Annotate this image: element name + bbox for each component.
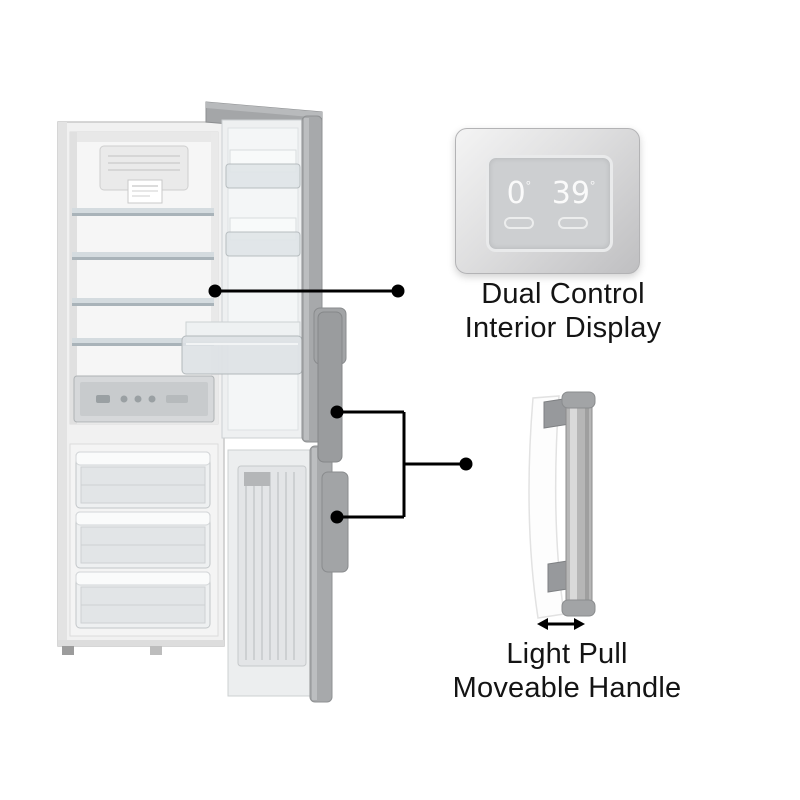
interior-lamp-unit — [99, 145, 189, 204]
freezer-drawer — [75, 571, 211, 629]
connector-dot — [459, 457, 473, 471]
connector-dot — [330, 405, 344, 419]
freezer-door-inner-panel — [237, 465, 307, 667]
front-foot — [62, 646, 74, 655]
display-label-line2: Interior Display — [464, 312, 662, 344]
freezer-temp-value: 39° — [551, 175, 596, 211]
interior-display-image: 0° 39° — [455, 128, 640, 274]
large-door-bin — [181, 321, 303, 375]
door-bin — [225, 149, 301, 189]
cabinet-left-panel — [58, 122, 67, 646]
connector-dot — [391, 284, 405, 298]
freezer-temp-readout: 39° — [551, 175, 596, 229]
handle-label-line1: Light Pull — [506, 638, 628, 670]
refrigerator-illustration — [57, 101, 349, 703]
handle-end-cap-bottom — [561, 599, 596, 617]
glass-shelf — [72, 208, 214, 216]
fridge-temp-readout: 0° — [503, 175, 534, 229]
handle-bar-highlight — [570, 400, 577, 610]
temperature-display-panel: 0° 39° — [486, 155, 613, 252]
connector-dot — [208, 284, 222, 298]
chiller-drawer — [73, 375, 215, 423]
fridge-temp-value: 0° — [506, 175, 531, 211]
glass-shelf — [72, 252, 214, 260]
door-bin — [225, 217, 301, 257]
fridge-compartment — [69, 131, 219, 425]
display-label-line1: Dual Control — [481, 278, 645, 310]
display-callout-label: Dual Control Interior Display — [430, 277, 696, 345]
handle-label-line2: Moveable Handle — [452, 672, 682, 704]
glass-shelf — [72, 298, 214, 306]
fridge-door-top-highlight — [206, 102, 322, 118]
plinth — [58, 640, 224, 646]
handle-end-cap-top — [561, 391, 596, 409]
move-arrow-icon — [537, 618, 585, 630]
callout-connectors — [208, 284, 473, 524]
freezer-door — [227, 445, 333, 703]
freezer-compartment — [69, 443, 219, 637]
temp-button-left — [503, 216, 534, 229]
freezer-drawer — [75, 451, 211, 509]
front-foot — [150, 646, 162, 655]
crisper-cover-shelf — [72, 338, 214, 346]
handle-callout-label: Light Pull Moveable Handle — [432, 637, 702, 705]
freezer-drawer — [75, 511, 211, 569]
temp-button-right — [558, 216, 589, 229]
middle-hinge-bar — [317, 311, 343, 463]
freezer-door-badge — [244, 472, 270, 486]
fridge-door — [181, 115, 323, 443]
connector-dot — [330, 510, 344, 524]
handle-image — [528, 391, 596, 630]
